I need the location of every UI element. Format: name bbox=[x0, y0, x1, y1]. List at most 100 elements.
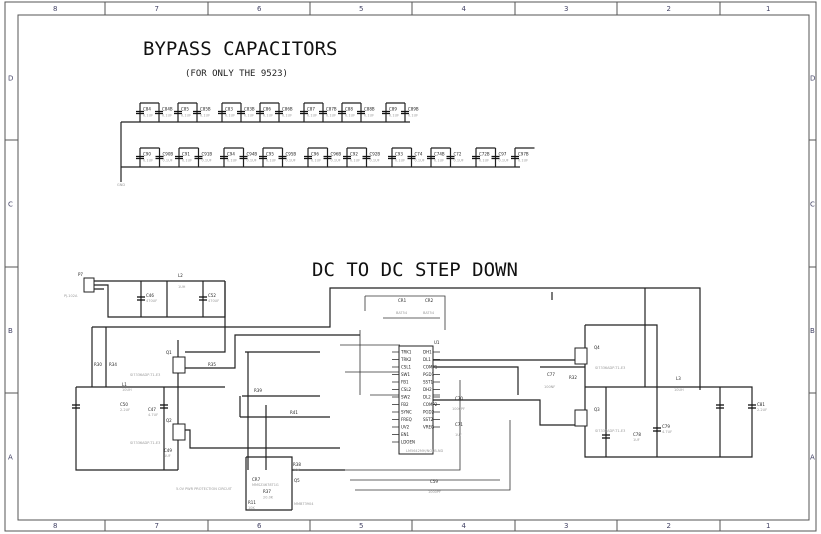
ic-pin-label: DL1 bbox=[423, 357, 431, 362]
capacitor-ref: C85 bbox=[181, 107, 189, 112]
r38-value: 10K bbox=[293, 468, 300, 472]
r32-label: R32 bbox=[569, 375, 577, 380]
row-label-right: D bbox=[810, 75, 815, 83]
column-label-top: 3 bbox=[564, 5, 568, 13]
capacitor-value: 0.1UF bbox=[331, 159, 341, 163]
ic-pin-label: SST1 bbox=[423, 380, 434, 385]
capacitor-value: 0.1UF bbox=[326, 114, 336, 118]
c81-label: C81 bbox=[757, 402, 765, 407]
capacitor-ref: C95B bbox=[286, 152, 297, 157]
capacitor-value: 0.1UF bbox=[345, 114, 355, 118]
q4-label: Q4 bbox=[594, 345, 600, 350]
mosfet-q3 bbox=[574, 409, 588, 427]
row-label-left: A bbox=[8, 454, 13, 462]
column-label-top: 7 bbox=[155, 5, 159, 13]
c59-value: 1000PF bbox=[428, 490, 441, 494]
c46-label: C46 bbox=[146, 293, 154, 298]
column-label-top: 6 bbox=[257, 5, 262, 13]
q1-label: Q1 bbox=[166, 350, 172, 355]
bypass-capacitor-bank: C840.1UFC84B0.1UFC850.1UFC85B0.1UFC830.1… bbox=[117, 102, 535, 187]
capacitor-ref: C85B bbox=[200, 107, 211, 112]
r11-value: 10K bbox=[248, 506, 255, 510]
l2-label: L2 bbox=[178, 273, 183, 278]
capacitor-ref: C84B bbox=[162, 107, 173, 112]
c71-label: C71 bbox=[455, 422, 463, 427]
capacitor-value: 0.1UF bbox=[200, 114, 210, 118]
row-label-left: B bbox=[8, 327, 13, 335]
p7-label: P7 bbox=[78, 272, 83, 277]
column-label-bottom: 4 bbox=[462, 522, 467, 530]
c52-label: C52 bbox=[208, 293, 216, 298]
capacitor-ref: C93 bbox=[395, 152, 403, 157]
c81-value: 2.2UF bbox=[757, 408, 767, 412]
capacitor-value: 0.1UF bbox=[163, 159, 173, 163]
capacitor-ref: C91B bbox=[202, 152, 213, 157]
capacitor-value: 0.1UF bbox=[182, 159, 192, 163]
q2-label: Q2 bbox=[166, 418, 172, 423]
l2-value: 1UH bbox=[178, 285, 186, 289]
capacitor-value: 0.1UF bbox=[181, 114, 191, 118]
ic-pin-label: CSL2 bbox=[401, 387, 412, 392]
u1-value: LM5642MH/NOPB-ND bbox=[406, 449, 443, 453]
column-label-top: 4 bbox=[462, 5, 467, 13]
capacitor-ref: C86B bbox=[282, 107, 293, 112]
p7-value: PJ-102A bbox=[64, 294, 78, 298]
c46-value: 470UF bbox=[146, 299, 157, 303]
c49-label: C49 bbox=[164, 448, 172, 453]
capacitor-value: 0.1UF bbox=[202, 159, 212, 163]
capacitor-value: 0.1UF bbox=[311, 159, 321, 163]
column-label-top: 1 bbox=[766, 5, 770, 13]
capacitor-value: 0.1UF bbox=[370, 159, 380, 163]
row-label-right: A bbox=[810, 454, 815, 462]
capacitor-value: 0.1UF bbox=[225, 114, 235, 118]
c79-label: C79 bbox=[662, 424, 670, 429]
capacitor-value: 0.1UF bbox=[143, 159, 153, 163]
c78-value: 1UF bbox=[633, 438, 640, 442]
capacitor-value: 0.1UF bbox=[350, 159, 360, 163]
l3-value: 10UH bbox=[674, 388, 684, 392]
c78-label: C78 bbox=[633, 432, 641, 437]
capacitor-value: 0.1UF bbox=[244, 114, 254, 118]
c52-value: 470UF bbox=[208, 299, 219, 303]
column-label-top: 5 bbox=[359, 5, 363, 13]
c47-label: C47 bbox=[148, 407, 156, 412]
capacitor-ref: C72B bbox=[479, 152, 490, 157]
u1-label: U1 bbox=[434, 340, 440, 345]
capacitor-ref: C88B bbox=[364, 107, 375, 112]
capacitor-ref: C86 bbox=[263, 107, 271, 112]
column-label-top: 2 bbox=[667, 5, 671, 13]
r39-label: R39 bbox=[254, 388, 262, 393]
r35-label: R35 bbox=[208, 362, 216, 367]
r30-label: R30 bbox=[94, 362, 102, 367]
ic-pin-label: DH1 bbox=[423, 350, 432, 355]
capacitor-value: 0.1UF bbox=[389, 114, 399, 118]
capacitor-ref: C96B bbox=[331, 152, 342, 157]
capacitor-value: 0.1UF bbox=[415, 159, 425, 163]
ic-pin-label: SW2 bbox=[401, 395, 410, 400]
capacitor-ref: C89B bbox=[408, 107, 419, 112]
c77-value: 100NF bbox=[544, 385, 555, 389]
ic-pin-label: COMP2 bbox=[423, 402, 438, 407]
bypass-title: BYPASS CAPACITORS bbox=[143, 38, 337, 60]
q4-value: SI7336ADP-T1-E3 bbox=[595, 366, 625, 370]
column-label-bottom: 1 bbox=[766, 522, 770, 530]
capacitor-ref: C87 bbox=[307, 107, 315, 112]
capacitor-value: 0.1UF bbox=[479, 159, 489, 163]
ic-pin-label: SYNC bbox=[401, 410, 412, 415]
capacitor-value: 0.1UF bbox=[263, 114, 273, 118]
ic-pin-label: FB2 bbox=[401, 402, 409, 407]
r34-label: R34 bbox=[109, 362, 117, 367]
cr7-label: CR7 bbox=[252, 477, 261, 482]
row-label-right: B bbox=[810, 327, 815, 335]
capacitor-value: 0.1UF bbox=[408, 114, 418, 118]
dcdc-title: DC TO DC STEP DOWN bbox=[312, 259, 518, 281]
column-label-bottom: 3 bbox=[564, 522, 568, 530]
column-label-bottom: 5 bbox=[359, 522, 363, 530]
row-label-right: C bbox=[810, 201, 815, 209]
bypass-subtitle: (FOR ONLY THE 9523) bbox=[185, 69, 288, 79]
capacitor-ref: C74 bbox=[415, 152, 423, 157]
ic-pin-label: FREQ bbox=[401, 417, 412, 422]
r38-label: R38 bbox=[293, 462, 301, 467]
c49-value: 1UF bbox=[164, 454, 171, 458]
